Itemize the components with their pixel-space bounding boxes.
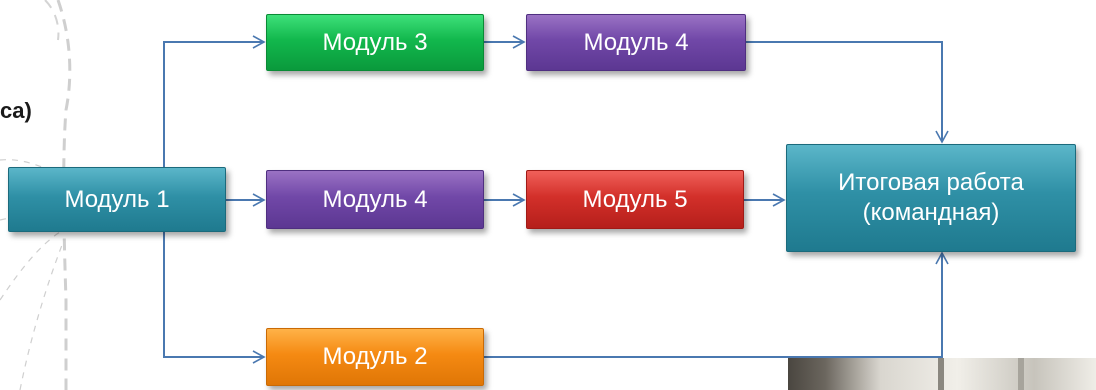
photo-fragment (788, 358, 1096, 390)
dashed-fan-line-1 (0, 159, 61, 176)
edge-m1-m2 (163, 232, 266, 364)
photo-detail (938, 358, 944, 390)
edge-m4a-final (746, 41, 949, 144)
edge-m2-final (484, 251, 949, 358)
node-module-4-middle: Модуль 4 (266, 170, 484, 229)
partial-text: ca) (0, 98, 32, 123)
node-module-4-top: Модуль 4 (526, 14, 746, 71)
node-module-4-top-label: Модуль 4 (583, 28, 689, 56)
node-module-3: Модуль 3 (266, 14, 484, 71)
dashed-curve-outer (56, 0, 72, 390)
node-module-2-label: Модуль 2 (322, 343, 428, 370)
dashed-curve-inner (44, 0, 60, 41)
node-final-project-label: Итоговая работа (командная) (838, 169, 1024, 226)
node-module-5-label: Модуль 5 (582, 185, 688, 213)
node-module-5: Модуль 5 (526, 170, 744, 229)
node-module-1-label: Модуль 1 (64, 185, 170, 213)
dashed-fan-line-3 (0, 231, 61, 301)
node-module-2: Модуль 2 (266, 328, 484, 386)
node-module-3-label: Модуль 3 (322, 28, 428, 56)
edge-m1-m3 (163, 35, 266, 167)
dashed-fan-line-4 (19, 244, 63, 390)
node-module-1: Модуль 1 (8, 167, 226, 232)
node-module-4-middle-label: Модуль 4 (322, 185, 428, 213)
node-final-project: Итоговая работа (командная) (786, 144, 1076, 252)
photo-detail (1018, 358, 1024, 390)
